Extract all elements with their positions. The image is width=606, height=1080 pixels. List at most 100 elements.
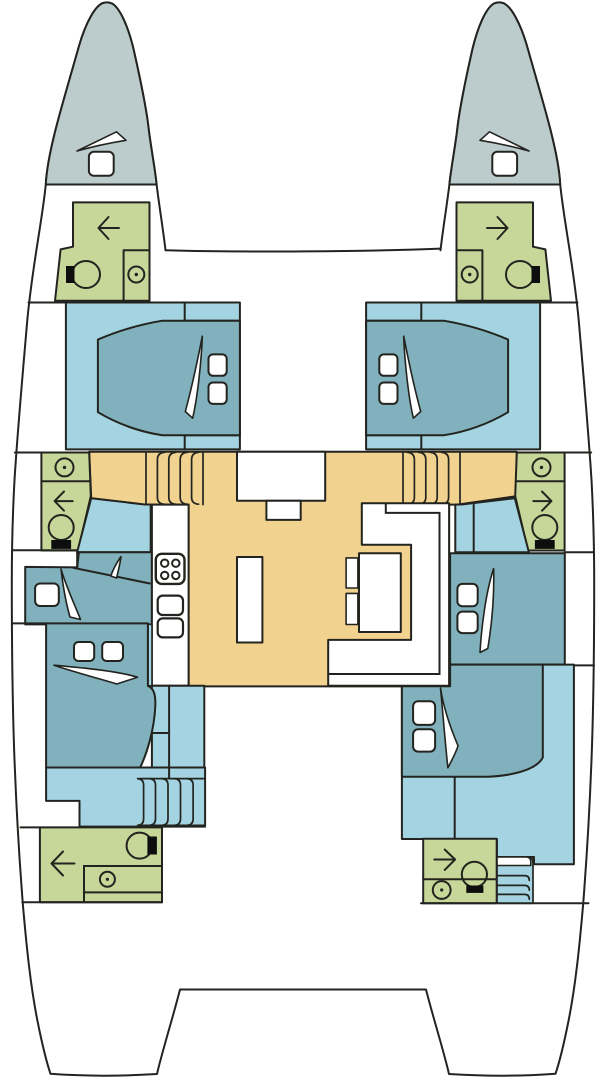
seam-line: [122, 249, 151, 302]
forward-head-starboard: [455, 201, 552, 302]
settee-seam-right: [327, 511, 441, 675]
step-line: [179, 451, 189, 506]
bow-locker-starboard: [448, 1, 562, 186]
galley-island: [236, 556, 264, 644]
stove: [154, 552, 186, 586]
forward-head-starboard-area: [455, 201, 552, 302]
aft-cabin-starboard: [400, 663, 575, 905]
stool-2: [345, 592, 359, 626]
galley-port: [150, 503, 190, 687]
berth-fwd-port: [96, 319, 241, 437]
forward-head-port: [54, 201, 151, 302]
hull-outer-edge: [10, 2, 596, 1077]
berth-aft-port: [45, 622, 157, 769]
settee-seam-top: [384, 502, 441, 514]
vestibule-port: [76, 497, 152, 554]
aft-steps-port: [136, 777, 205, 827]
step-line: [496, 874, 531, 882]
step-line: [186, 777, 194, 827]
aft-cabin-port: [45, 622, 207, 828]
forward-cabin-port: [64, 301, 241, 451]
toilet-tank: [51, 540, 72, 549]
toilet-tank: [534, 540, 555, 549]
sheet-fold: [439, 687, 459, 769]
step-line: [190, 451, 200, 506]
burner: [160, 570, 170, 581]
toilet-tank: [66, 266, 75, 283]
forward-cabin-starboard: [365, 301, 542, 451]
bow-locker-port: [44, 1, 158, 186]
toilet-tank: [466, 885, 484, 893]
basin-fwd-starboard: [460, 265, 479, 284]
wardrobe-lines: [151, 684, 171, 780]
vestibule-starboard: [454, 497, 530, 554]
pillow: [378, 353, 399, 377]
basin-mid-port: [54, 457, 75, 478]
sheet-fold: [479, 567, 495, 654]
berth-mid-starboard: [449, 552, 566, 666]
companionway-steps-port: [145, 450, 204, 506]
step-line: [136, 777, 145, 827]
berth-fwd-starboard: [365, 319, 510, 437]
basin-dot: [440, 888, 444, 892]
shower-arrow-fwd-starboard: [486, 216, 509, 240]
step-line: [167, 451, 177, 506]
forward-head-port-area: [54, 201, 151, 302]
aft-head-port: [38, 826, 163, 904]
pillow: [456, 582, 479, 608]
saloon: [88, 450, 518, 688]
aft-cabin-port-corridor: [150, 684, 206, 780]
pillow: [34, 582, 60, 607]
shower-arrow-fwd-port: [97, 216, 120, 240]
burner: [171, 558, 181, 568]
deck-lines: [11, 301, 595, 905]
sink: [156, 594, 185, 617]
bow-locker-port-area: [44, 1, 158, 186]
sheet-fold: [402, 335, 422, 419]
basin-dot: [62, 465, 67, 470]
step-line: [148, 777, 157, 827]
bow-locker-starboard-area: [448, 1, 562, 186]
pillow: [412, 728, 437, 753]
aft-steps-starboard: [496, 856, 534, 905]
toilet-tank: [147, 836, 157, 855]
saloon-forward-seat-back: [265, 499, 302, 521]
aft-head-starboard-area: [422, 837, 498, 905]
basin-fwd-port: [127, 265, 146, 284]
basin-dot: [134, 272, 138, 277]
sink: [156, 617, 185, 639]
hatch-lid-starboard: [479, 131, 530, 152]
shower-arrow-aft-port: [50, 850, 76, 877]
dining-table: [358, 552, 402, 634]
basin-mid-starboard: [531, 457, 552, 478]
shower-arrow-mid-port: [53, 490, 74, 512]
pillow: [456, 610, 479, 635]
aft-steps-starboard-top: [496, 856, 532, 867]
stool-1: [345, 557, 359, 589]
pillow: [378, 381, 399, 405]
step-line: [173, 777, 182, 827]
aft-head-port-area: [38, 826, 163, 904]
sheet-fold: [60, 568, 82, 621]
basin-compartment: [83, 865, 163, 904]
basin-dot: [539, 465, 544, 470]
basin-aft-starboard: [431, 880, 452, 900]
shower-arrow-aft-starboard: [433, 848, 457, 871]
basin-dot: [468, 272, 472, 277]
pillow: [101, 641, 124, 662]
vestibule-starboard-area: [454, 497, 530, 554]
basin-aft-port: [98, 870, 116, 888]
pillow: [412, 700, 437, 726]
step-line: [496, 893, 531, 901]
mid-cabin-starboard: [449, 552, 566, 666]
sheet-fold: [184, 335, 204, 419]
step-line: [496, 884, 531, 892]
berth-aft-starboard: [400, 663, 544, 778]
mid-head-port: [40, 451, 92, 552]
step-line: [161, 777, 169, 827]
sheet-fold: [53, 664, 139, 685]
saloon-forward-seat: [236, 450, 327, 502]
aft-head-starboard: [422, 837, 498, 905]
pillow: [207, 353, 228, 377]
